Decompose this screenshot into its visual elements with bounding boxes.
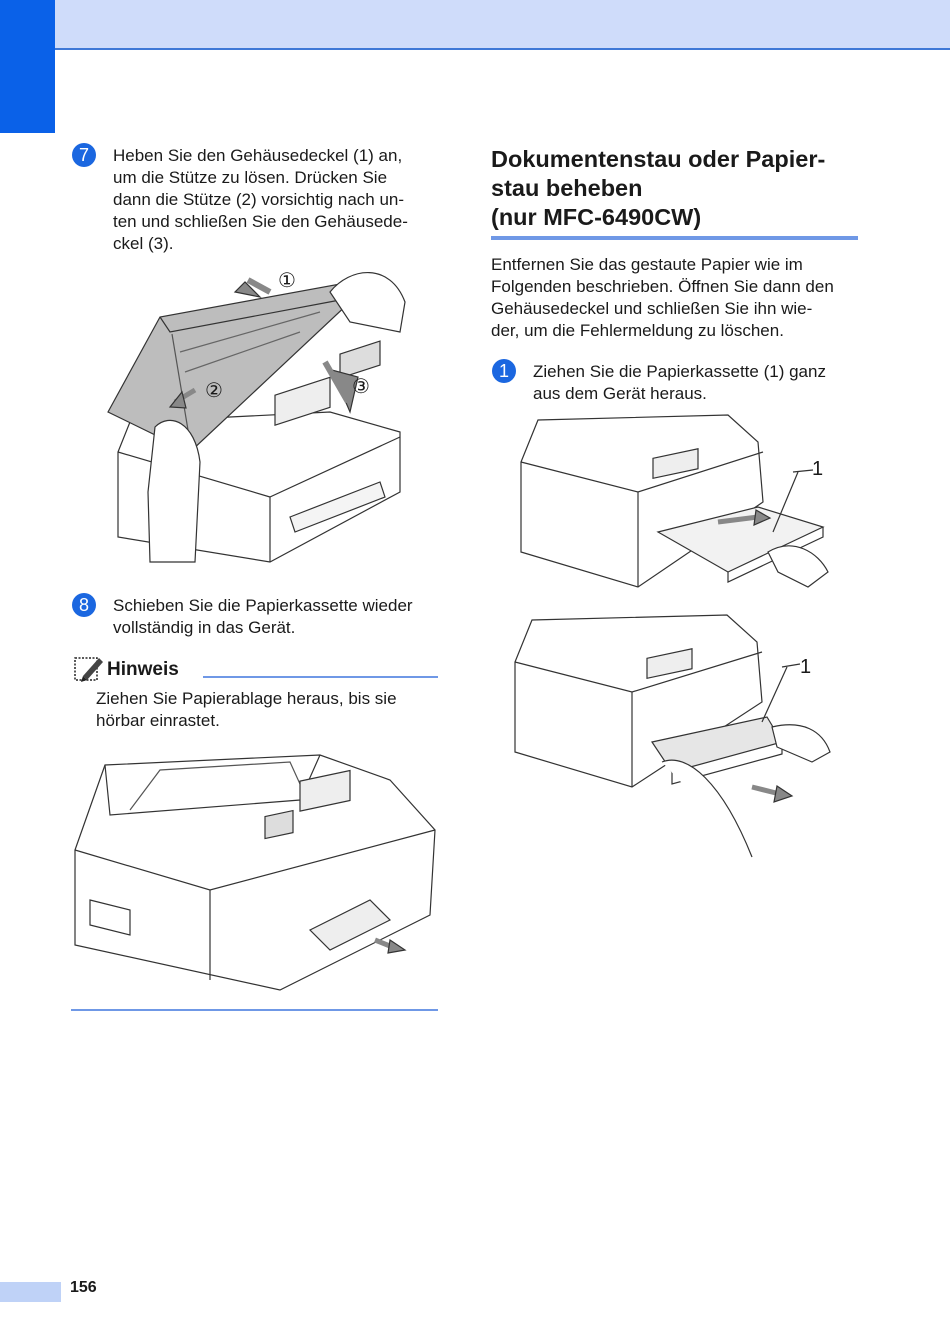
callout-3: ③ [352,376,370,398]
header-band [0,0,950,50]
heading-line: (nur MFC-6490CW) [491,204,702,230]
note-line: hörbar einrastet. [96,711,220,730]
step-7-line: dann die Stütze (2) vorsichtig nach un- [113,190,405,209]
heading-line: Dokumentenstau oder Papier- [491,146,826,172]
step-7-line: Heben Sie den Gehäusedeckel (1) an, [113,146,403,165]
step-1-line: Ziehen Sie die Papierkassette (1) ganz [533,362,826,381]
callout-2: ② [205,380,223,402]
printer-tray-illustration [70,750,440,995]
step-1-badge: 1 [492,359,516,383]
chapter-tab [0,0,55,133]
printer-open-cover-illustration [100,262,420,572]
intro-line: Gehäusedeckel und schließen Sie ihn wie- [491,299,813,318]
note-pencil-icon [73,654,103,682]
step-8-line: vollständig in das Gerät. [113,618,296,637]
note-end-rule [71,1009,438,1011]
step-7-line: um die Stütze zu lösen. Drücken Sie [113,168,388,187]
page-number: 156 [70,1279,97,1296]
intro-line: Entfernen Sie das gestaute Papier wie im [491,255,803,274]
note-line: Ziehen Sie Papierablage heraus, bis sie [96,689,397,708]
step-7-line: ten und schließen Sie den Gehäusede- [113,212,408,231]
note-title: Hinweis [107,659,179,680]
heading-rule [491,236,858,240]
step-7-line: ckel (3). [113,234,174,253]
step-8-line: Schieben Sie die Papierkassette wieder [113,596,413,615]
printer-pull-tray-illustration [518,412,833,594]
intro-line: Folgenden beschrieben. Öffnen Sie dann d… [491,277,834,296]
callout-bottom-1: 1 [800,656,812,678]
callout-1: ① [278,270,296,292]
section-heading: Dokumentenstau oder Papier- stau beheben… [491,145,825,232]
step-1-text: Ziehen Sie die Papierkassette (1) ganz a… [533,361,826,405]
intro-text: Entfernen Sie das gestaute Papier wie im… [491,254,834,342]
step-7-text: Heben Sie den Gehäusedeckel (1) an, um d… [113,145,408,255]
note-title-rule [203,676,438,678]
step-8-badge: 8 [72,593,96,617]
step-1-line: aus dem Gerät heraus. [533,384,707,403]
step-8-text: Schieben Sie die Papierkassette wieder v… [113,595,413,639]
printer-tray-removed-illustration [512,612,832,862]
note-text: Ziehen Sie Papierablage heraus, bis sie … [96,688,397,732]
callout-top-1: 1 [812,458,824,480]
page-number-tab [0,1282,61,1302]
heading-line: stau beheben [491,175,643,201]
intro-line: der, um die Fehlermeldung zu löschen. [491,321,784,340]
step-7-badge: 7 [72,143,96,167]
